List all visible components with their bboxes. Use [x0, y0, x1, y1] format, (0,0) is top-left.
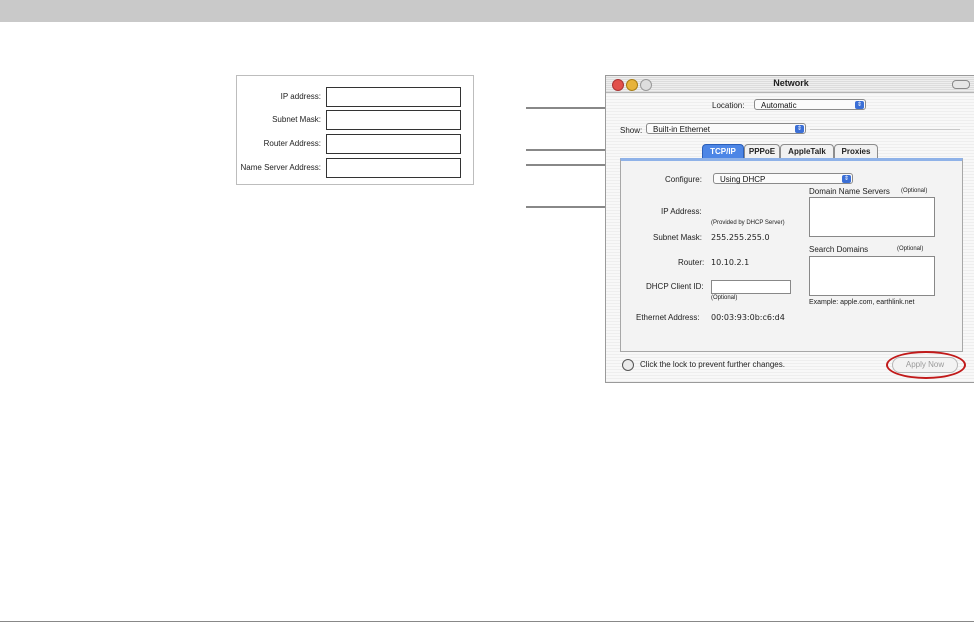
toolbar-toggle-button[interactable] [952, 80, 970, 89]
ip-address-label: IP address: [280, 92, 321, 101]
ip-address-field[interactable] [326, 87, 461, 107]
popup-arrows-icon: ⇕ [795, 125, 804, 133]
zoom-button[interactable] [640, 79, 652, 91]
top-header-bar [0, 0, 974, 22]
window-title: Network [773, 78, 809, 88]
dhcp-client-id-label: DHCP Client ID: [646, 282, 704, 291]
show-value: Built-in Ethernet [653, 125, 710, 134]
tab-proxies[interactable]: Proxies [834, 144, 878, 158]
close-button[interactable] [612, 79, 624, 91]
window-titlebar[interactable]: Network [606, 76, 974, 93]
subnet-mask-label: Subnet Mask: [272, 115, 321, 124]
router-label: Router: [678, 258, 705, 267]
dns-label: Domain Name Servers [809, 187, 890, 196]
bottom-rule [0, 621, 974, 622]
configure-value: Using DHCP [720, 175, 766, 184]
tab-appletalk[interactable]: AppleTalk [780, 144, 834, 158]
ethernet-address-value: 00:03:93:0b:c6:d4 [711, 313, 785, 322]
dhcp-client-id-field[interactable] [711, 280, 791, 294]
search-domains-field[interactable] [809, 256, 935, 296]
ethernet-address-label: Ethernet Address: [636, 313, 700, 322]
name-server-row: Name Server Address: [237, 157, 473, 181]
ip-address-row: IP address: [237, 86, 473, 110]
tcpip-panel: Configure: Using DHCP ⇕ IP Address: (Pro… [620, 158, 963, 352]
configure-popup[interactable]: Using DHCP ⇕ [713, 173, 853, 184]
dns-optional-note: (Optional) [901, 188, 928, 194]
lock-icon[interactable] [622, 359, 634, 371]
name-server-field[interactable] [326, 158, 461, 178]
tab-tcpip[interactable]: TCP/IP [702, 144, 744, 158]
location-label: Location: [712, 101, 745, 110]
show-label: Show: [620, 126, 643, 135]
configure-label: Configure: [665, 175, 702, 184]
router-value: 10.10.2.1 [711, 258, 750, 267]
popup-arrows-icon: ⇕ [855, 101, 864, 109]
search-domains-optional-note: (Optional) [897, 246, 924, 252]
router-address-row: Router Address: [237, 133, 473, 157]
location-popup[interactable]: Automatic ⇕ [754, 99, 866, 110]
dns-servers-field[interactable] [809, 197, 935, 237]
tab-pppoe[interactable]: PPPoE [744, 144, 780, 158]
ip-address-label: IP Address: [661, 207, 702, 216]
router-address-field[interactable] [326, 134, 461, 154]
popup-arrows-icon: ⇕ [842, 175, 851, 183]
name-server-label: Name Server Address: [240, 163, 321, 172]
search-domains-label: Search Domains [809, 245, 869, 254]
subnet-mask-label: Subnet Mask: [653, 233, 702, 242]
ip-settings-form: IP address: Subnet Mask: Router Address:… [236, 75, 474, 185]
ip-address-note: (Provided by DHCP Server) [711, 220, 785, 226]
minimize-button[interactable] [626, 79, 638, 91]
router-address-label: Router Address: [263, 139, 321, 148]
lock-message: Click the lock to prevent further change… [640, 360, 785, 369]
show-divider [810, 129, 960, 130]
dhcp-client-id-note: (Optional) [711, 295, 738, 301]
highlight-ring [886, 351, 966, 379]
example-text: Example: apple.com, earthlink.net [809, 299, 915, 306]
subnet-mask-value: 255.255.255.0 [711, 233, 770, 242]
location-value: Automatic [761, 101, 797, 110]
network-window: Network Location: Automatic ⇕ Show: Buil… [605, 75, 974, 383]
subnet-mask-row: Subnet Mask: [237, 109, 473, 133]
show-popup[interactable]: Built-in Ethernet ⇕ [646, 123, 806, 134]
subnet-mask-field[interactable] [326, 110, 461, 130]
